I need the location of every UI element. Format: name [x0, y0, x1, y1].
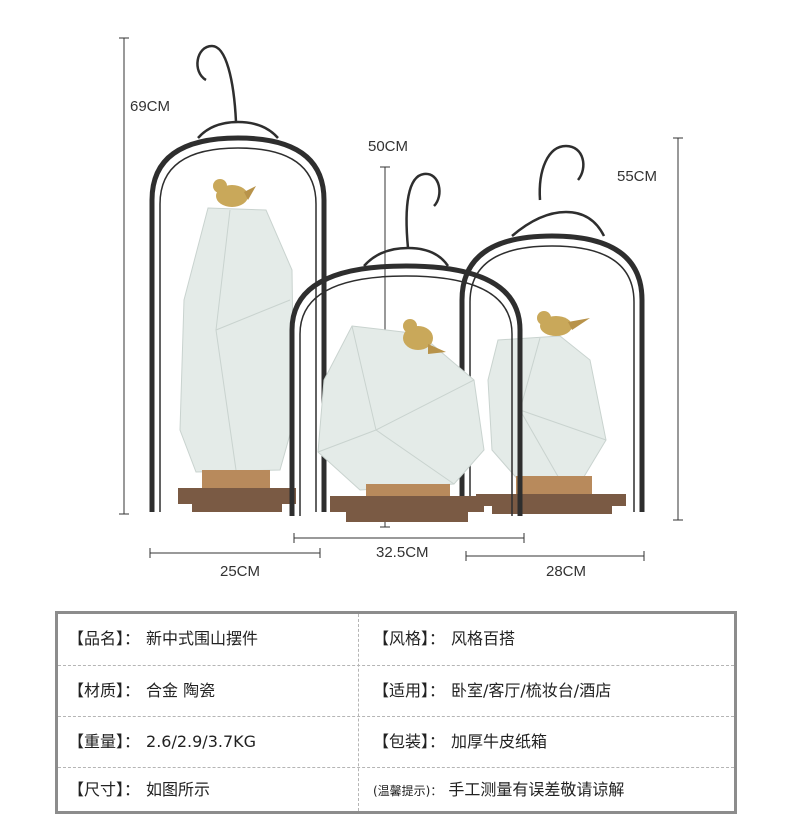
spec-key-usage: 【适用】： — [373, 681, 446, 700]
spec-cell: 【适用】： 卧室/客厅/梳妆台/酒店 — [373, 666, 733, 716]
spec-cell: 【包装】： 加厚牛皮纸箱 — [373, 717, 733, 767]
spec-row: 【品名】： 新中式围山摆件 【风格】： 风格百搭 — [58, 614, 734, 664]
spec-row: 【重量】： 2.6/2.9/3.7KG 【包装】： 加厚牛皮纸箱 — [58, 716, 734, 767]
dimension-width-right: 28CM — [546, 563, 586, 580]
spec-key-size: 【尺寸】： — [68, 780, 141, 799]
dimension-width-mid: 32.5CM — [376, 544, 429, 561]
dimension-lines — [119, 37, 683, 561]
spec-table: 【品名】： 新中式围山摆件 【风格】： 风格百搭 【材质】： 合金 陶瓷 【适用】： 卧… — [55, 611, 737, 814]
spec-value-name: 新中式围山摆件 — [146, 629, 259, 648]
lantern-left — [149, 44, 327, 512]
spec-row: 【材质】： 合金 陶瓷 【适用】： 卧室/客厅/梳妆台/酒店 — [58, 665, 734, 716]
spec-key-material: 【材质】： — [68, 681, 141, 700]
spec-value-weight: 2.6/2.9/3.7KG — [146, 732, 257, 751]
dimension-width-left: 25CM — [220, 563, 260, 580]
spec-key-packaging: 【包装】： — [373, 732, 446, 751]
spec-value-usage: 卧室/客厅/梳妆台/酒店 — [451, 681, 612, 700]
spec-value-tip: 手工测量有误差敬请谅解 — [448, 780, 625, 799]
spec-key-tip: (温馨提示)： — [373, 784, 443, 798]
dimension-height-tall: 69CM — [130, 98, 170, 115]
spec-key-style: 【风格】： — [373, 629, 446, 648]
spec-cell: 【材质】： 合金 陶瓷 — [68, 666, 358, 716]
dimension-height-mid: 50CM — [368, 138, 408, 155]
spec-key-name: 【品名】： — [68, 629, 141, 648]
column-divider — [358, 614, 359, 811]
spec-cell: 【重量】： 2.6/2.9/3.7KG — [68, 717, 358, 767]
lantern-middle — [289, 172, 523, 522]
spec-value-style: 风格百搭 — [451, 629, 516, 648]
product-illustration: 69CM 50CM 55CM 25CM 32.5CM 28CM — [119, 37, 683, 580]
spec-cell: 【尺寸】： 如图所示 — [68, 768, 358, 812]
lantern-right — [459, 144, 645, 514]
spec-key-weight: 【重量】： — [68, 732, 141, 751]
spec-row: 【尺寸】： 如图所示 (温馨提示)： 手工测量有误差敬请谅解 — [58, 767, 734, 812]
spec-value-material: 合金 陶瓷 — [146, 681, 216, 700]
spec-value-packaging: 加厚牛皮纸箱 — [451, 732, 548, 751]
spec-cell: 【品名】： 新中式围山摆件 — [68, 614, 358, 664]
spec-value-size: 如图所示 — [146, 780, 211, 799]
dimension-height-right: 55CM — [617, 168, 657, 185]
spec-cell: (温馨提示)： 手工测量有误差敬请谅解 — [373, 768, 733, 812]
spec-cell: 【风格】： 风格百搭 — [373, 614, 733, 664]
